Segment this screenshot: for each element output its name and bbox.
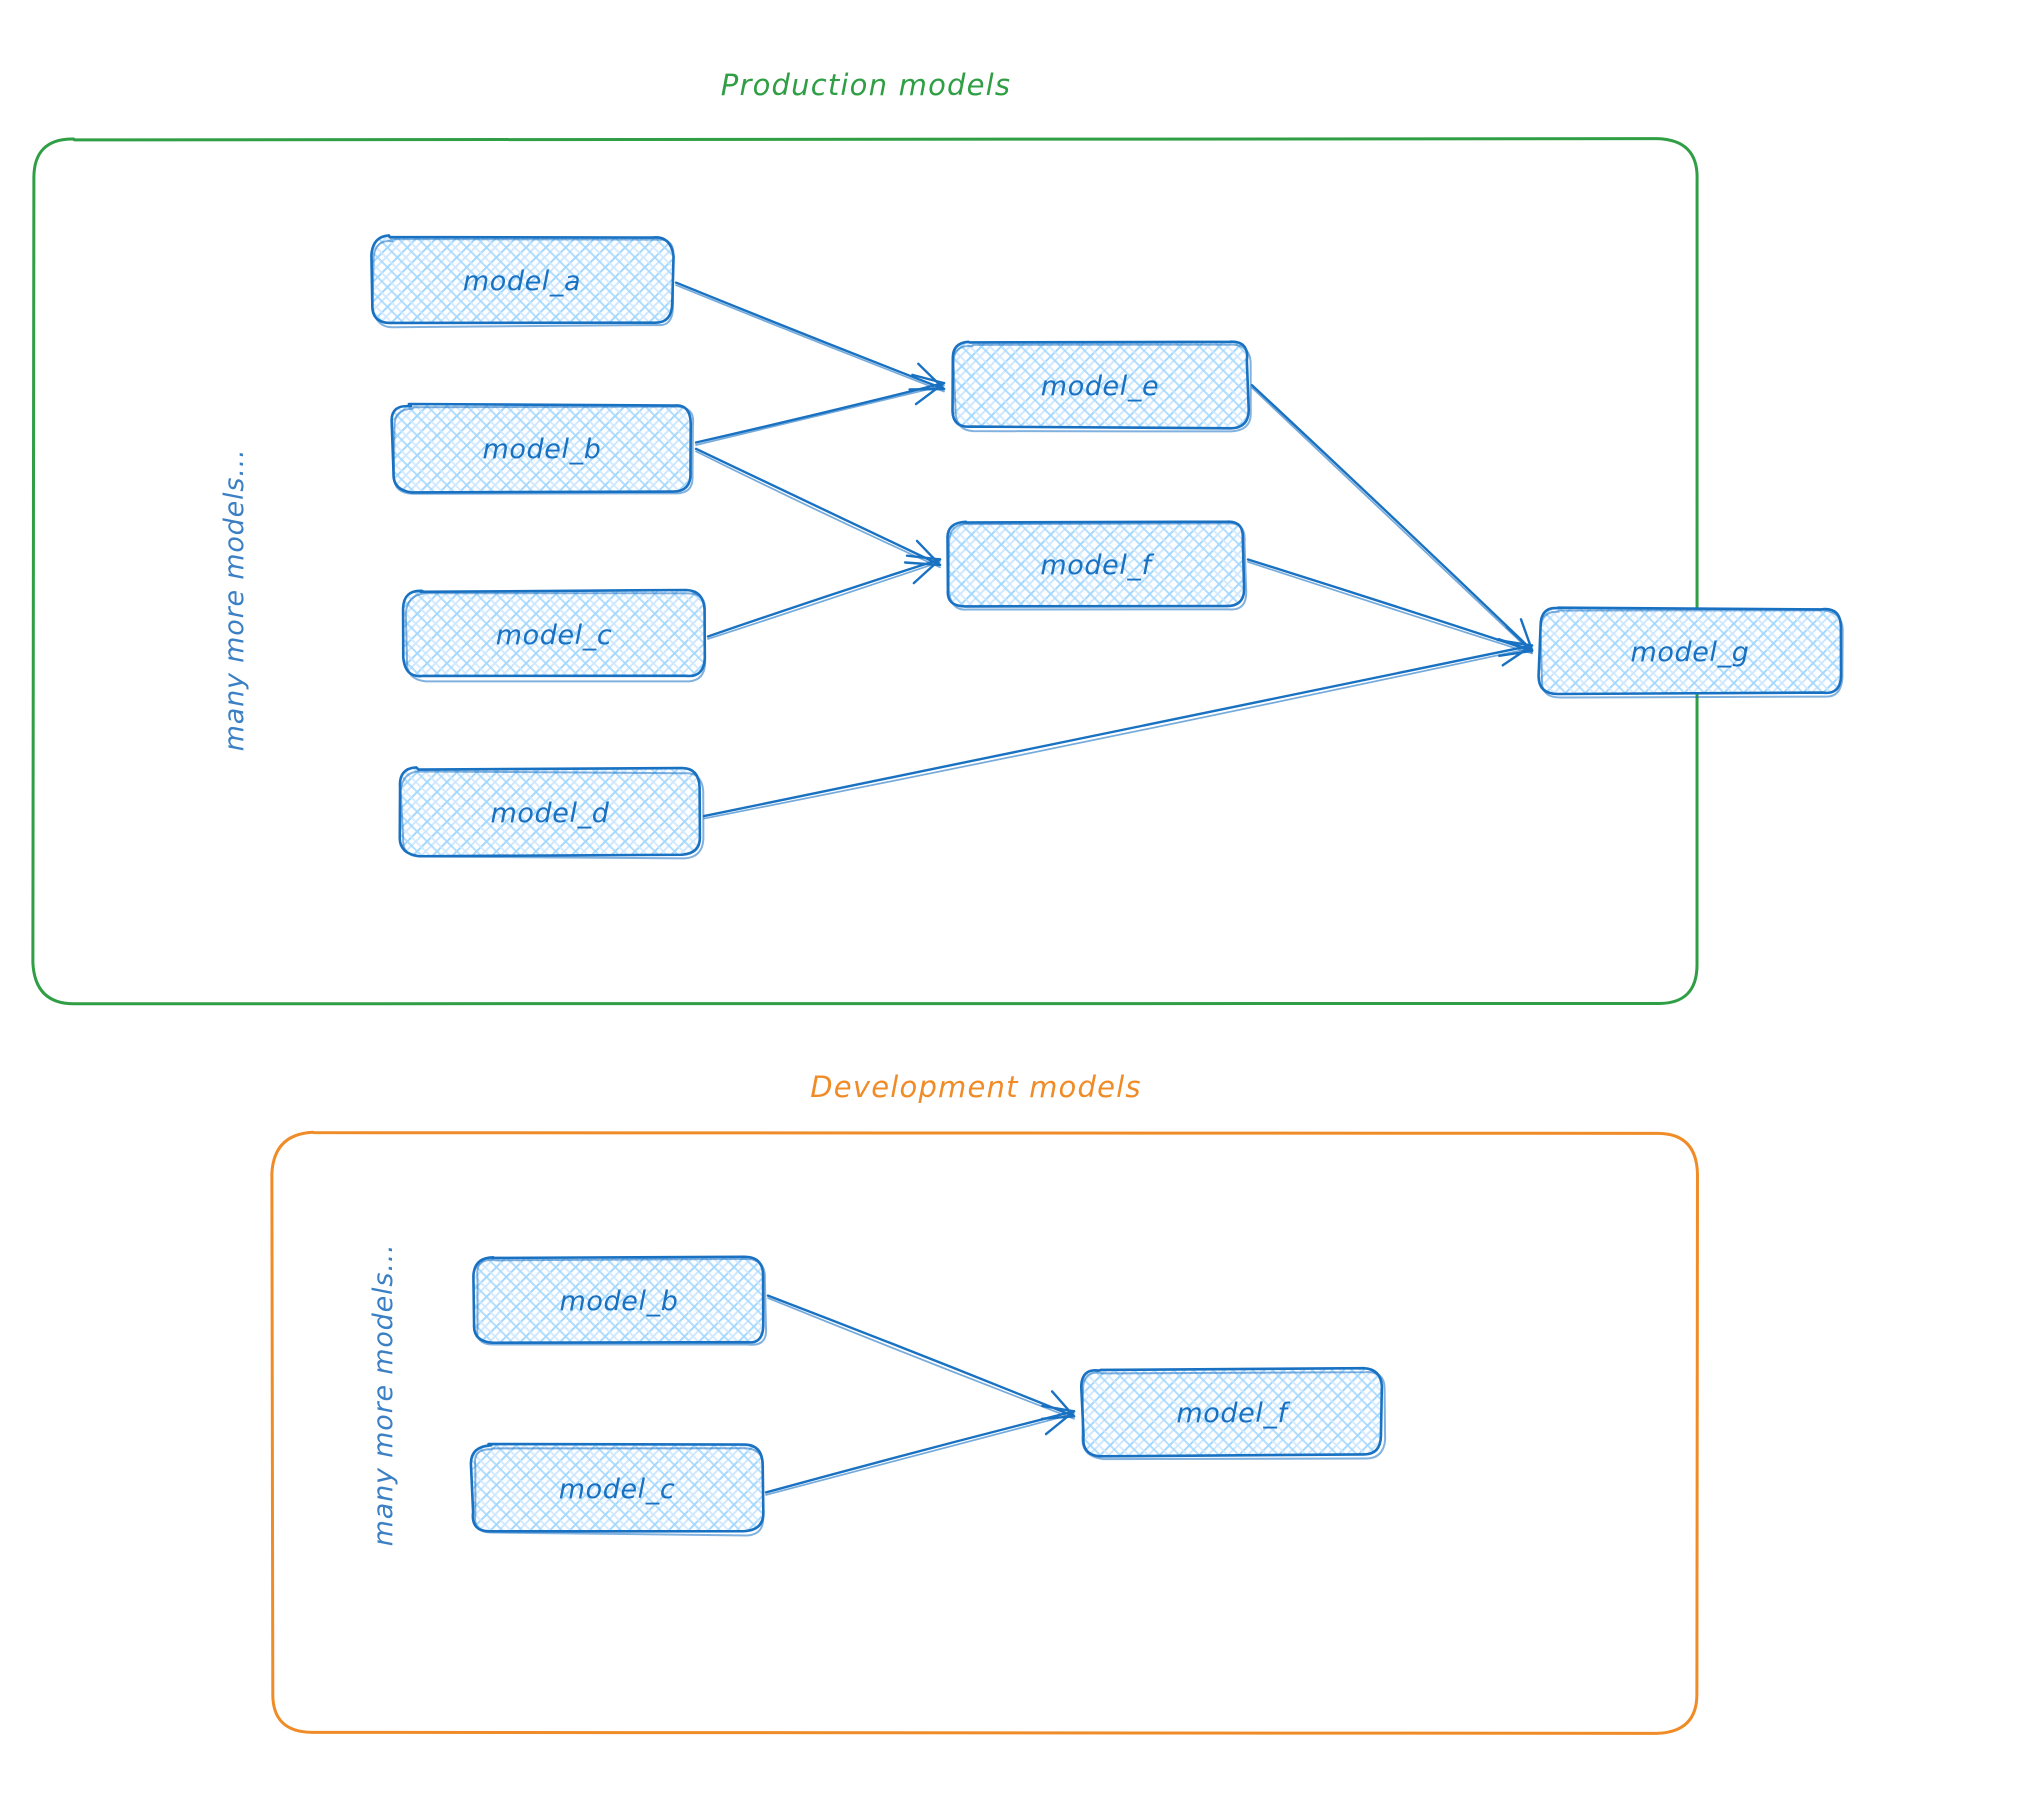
group-side-label-development: many more models... xyxy=(368,1244,399,1547)
edge-p_model_b-to-p_model_f xyxy=(694,447,942,567)
edge-p_model_a-to-p_model_e xyxy=(675,284,945,393)
arrowhead xyxy=(1041,1404,1076,1413)
node-label-p_model_d[interactable]: model_d xyxy=(491,798,610,829)
arrowhead xyxy=(1044,1410,1076,1436)
arrowhead xyxy=(1501,644,1534,667)
node-outline xyxy=(371,237,675,329)
node-fill-cross xyxy=(948,521,1244,607)
node-fill-cross xyxy=(472,1445,762,1531)
edge-d_model_c-to-d_model_f xyxy=(765,1412,1075,1496)
node-label-p_model_f[interactable]: model_f xyxy=(1040,550,1154,581)
node-outline xyxy=(1079,1366,1384,1458)
node-outline xyxy=(390,402,693,494)
edge-p_model_b-to-p_model_e xyxy=(695,384,945,446)
node-label-d_model_f[interactable]: model_f xyxy=(1176,1398,1290,1429)
arrowhead xyxy=(912,558,942,585)
arrowhead xyxy=(914,381,946,406)
node-label-p_model_a[interactable]: model_a xyxy=(463,266,581,297)
arrowhead xyxy=(1496,638,1534,647)
node-outline xyxy=(473,1447,765,1537)
node-outline xyxy=(404,592,707,683)
edge-p_model_d-to-p_model_g xyxy=(702,644,1534,818)
edge-p_model_c-to-p_model_f xyxy=(707,561,941,640)
node-fill-cross xyxy=(392,405,692,491)
edge-p_model_f-to-p_model_g xyxy=(1247,561,1533,655)
node-label-p_model_c[interactable]: model_c xyxy=(496,620,613,651)
arrowhead xyxy=(905,554,942,561)
edge-p_model_e-to-p_model_g xyxy=(1251,386,1533,654)
edge-p_model_b-to-p_model_e xyxy=(694,381,946,444)
node-outline xyxy=(952,343,1252,433)
node-fill-cross xyxy=(1082,1369,1382,1455)
node-outline xyxy=(399,770,705,860)
node-label-d_model_b[interactable]: model_b xyxy=(560,1286,679,1317)
node-label-p_model_b[interactable]: model_b xyxy=(483,434,602,465)
node-label-p_model_g[interactable]: model_g xyxy=(1631,637,1750,668)
node-outline xyxy=(476,1257,767,1346)
edge-p_model_f-to-p_model_g xyxy=(1246,558,1534,653)
group-frame-development xyxy=(270,1130,1699,1735)
node-outline xyxy=(1081,1371,1387,1461)
node-fill-cross xyxy=(400,769,700,855)
node-fill-cross xyxy=(1540,608,1840,694)
edge-d_model_b-to-d_model_f xyxy=(767,1297,1075,1420)
edge-d_model_c-to-d_model_f xyxy=(764,1410,1076,1494)
node-outline xyxy=(370,234,675,325)
node-fill-cross xyxy=(372,237,672,323)
node-fill-cross xyxy=(404,591,704,677)
edge-d_model_b-to-d_model_f xyxy=(766,1294,1076,1418)
node-label-d_model_c[interactable]: model_c xyxy=(559,1474,676,1505)
edge-p_model_b-to-p_model_f xyxy=(695,450,941,569)
edge-p_model_d-to-p_model_g xyxy=(703,647,1533,820)
edge-p_model_c-to-p_model_f xyxy=(706,558,942,638)
group-title-production: Production models xyxy=(721,68,1011,102)
node-outline xyxy=(947,522,1248,611)
node-fill-cross xyxy=(474,1257,764,1343)
node-fill-cross xyxy=(952,342,1248,428)
arrowhead xyxy=(911,373,946,385)
arrowhead xyxy=(1498,649,1534,657)
node-outline xyxy=(392,405,695,495)
node-label-p_model_e[interactable]: model_e xyxy=(1041,371,1159,402)
node-outline xyxy=(1539,609,1844,699)
edge-p_model_a-to-p_model_e xyxy=(674,281,946,391)
edge-p_model_e-to-p_model_g xyxy=(1250,384,1534,652)
group-title-development: Development models xyxy=(810,1070,1141,1104)
group-side-label-production: many more models... xyxy=(219,449,250,752)
group-frame-production xyxy=(31,137,1699,1006)
